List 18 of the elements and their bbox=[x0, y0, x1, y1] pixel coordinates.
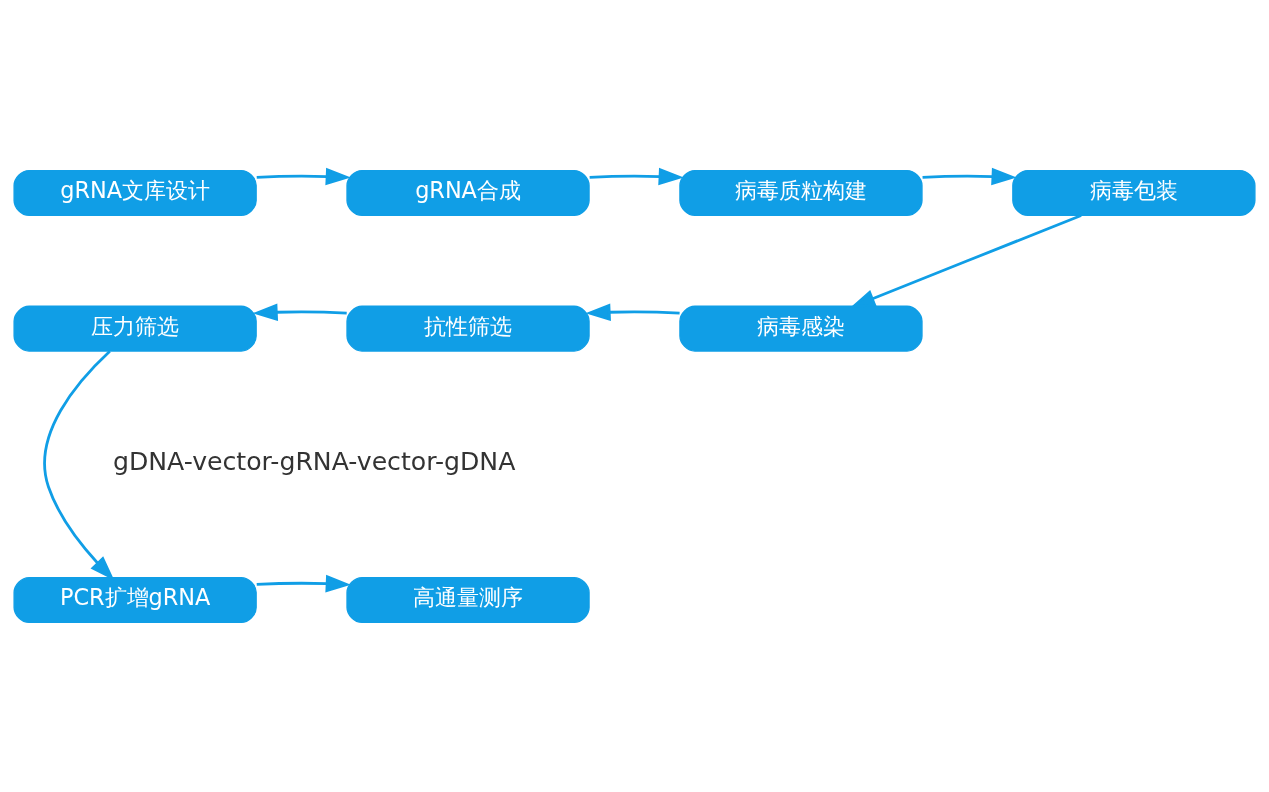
node-box: 抗性筛选 bbox=[346, 305, 590, 352]
node-box: 病毒质粒构建 bbox=[679, 169, 923, 216]
node-box: 压力筛选 bbox=[13, 305, 257, 352]
arrow bbox=[252, 302, 347, 321]
arrow bbox=[850, 213, 1082, 308]
node-box: 病毒感染 bbox=[679, 305, 923, 352]
label: gDNA-vector-gRNA-vector-gDNA bbox=[112, 447, 516, 476]
arrow bbox=[256, 574, 351, 592]
node-box: PCR扩增gRNA bbox=[13, 576, 257, 623]
arrow bbox=[256, 167, 351, 185]
arrow bbox=[922, 167, 1017, 185]
node-box: gRNA合成 bbox=[346, 169, 590, 216]
node-box: gRNA文库设计 bbox=[13, 169, 257, 216]
node-box: 高通量测序 bbox=[346, 576, 590, 623]
node-box: 病毒包装 bbox=[1012, 169, 1256, 216]
arrow bbox=[585, 302, 680, 321]
arrow bbox=[589, 167, 684, 185]
arrow bbox=[43, 349, 115, 580]
